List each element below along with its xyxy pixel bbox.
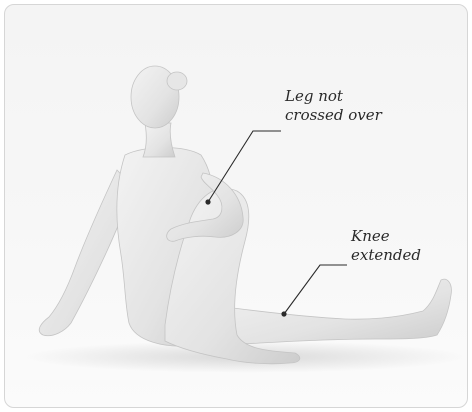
knee-leader-dot [281, 311, 286, 316]
knee-leader-line [284, 265, 347, 314]
annotation-knee-extended: Knee extended [351, 227, 421, 265]
annotation-leg-line1: Leg not [285, 87, 382, 106]
hair-bun [167, 72, 187, 90]
figure-frame: Leg not crossed over Knee extended [4, 4, 468, 408]
leg-leader-dot [205, 199, 210, 204]
annotation-leg-line2: crossed over [285, 106, 382, 125]
annotation-knee-line1: Knee [351, 227, 421, 246]
neck [143, 123, 175, 157]
extended-leg [210, 279, 451, 343]
annotation-leg-not-crossed: Leg not crossed over [285, 87, 382, 125]
yoga-pose-illustration [5, 5, 467, 407]
annotation-knee-line2: extended [351, 246, 421, 265]
